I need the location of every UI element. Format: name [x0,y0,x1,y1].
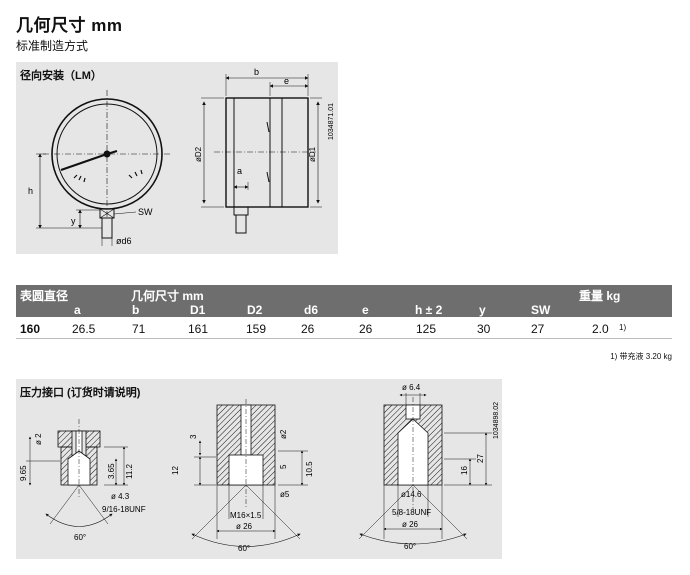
d2-105: 10.5 [305,461,314,477]
d2-phi5: ø5 [280,490,290,499]
header-b: b [132,303,140,317]
d1-365: 3.65 [107,463,116,479]
cell-y: 30 [477,322,491,336]
header-sw: SW [531,303,551,317]
radial-mounting-drawing: h y SW ød6 [28,67,335,246]
d2-phi26: ø 26 [236,522,253,531]
d1-angle: 60° [74,533,86,542]
cell-a: 26.5 [72,322,96,336]
table-header: 表圆直径 几何尺寸 mm 重量 kg a b D1 D2 d6 e h ± 2 … [16,285,672,317]
d3-phi64: ø 6.4 [402,383,421,392]
d1-965: 9.65 [19,465,28,481]
connection-panel-label: 压力接口 (订货时请说明) [20,387,141,399]
cell-weight: 2.0 [592,322,609,336]
cell-size: 160 [20,322,41,336]
dim-e: e [284,76,289,86]
d3-thread: 5/8-18UNF [392,508,431,517]
connection-drawing-2 [191,399,308,547]
gauge-side-view [201,74,322,234]
dim-d6: ød6 [116,236,132,246]
dim-h: h [28,186,33,196]
header-dial-size: 表圆直径 [20,289,69,303]
header-dimensions: 几何尺寸 mm [131,289,204,303]
d2-thread: M16×1.5 [230,511,262,520]
pressure-connection-drawing: ø 2 9.65 3.65 11.2 ø 4.3 9/16-18UNF 60° [19,383,500,553]
radial-mounting-panel: h y SW ød6 [16,62,338,254]
page-title: 几何尺寸 mm [16,16,123,35]
cell-b: 71 [132,322,146,336]
table-footnote: 1) 带充液 3.20 kg [610,352,672,361]
header-h: h ± 2 [415,303,443,317]
cell-d2: 159 [246,322,267,336]
header-d2: D2 [247,303,263,317]
d2-phi2: ø2 [279,429,288,439]
dim-a: a [237,166,242,176]
cell-sw: 27 [531,322,545,336]
d2-12: 12 [171,466,180,475]
dim-b: b [254,67,259,77]
drawing-number-2: 1034898.02 [493,402,500,439]
radial-panel-label: 径向安装（LM） [20,70,102,82]
connection-drawing-3 [358,393,492,545]
cell-e: 26 [359,322,373,336]
d1-thread: 9/16-18UNF [102,505,146,514]
d1-phi2: ø 2 [34,433,43,445]
gauge-front-view [36,90,171,246]
d3-phi146: ø14.6 [401,490,422,499]
header-e: e [362,303,369,317]
cell-d6: 26 [301,322,315,336]
pressure-connection-panel: ø 2 9.65 3.65 11.2 ø 4.3 9/16-18UNF 60° [16,379,502,559]
d2-5: 5 [279,464,288,469]
header-weight: 重量 kg [579,289,621,303]
table-row: 160 26.5 71 161 159 26 26 125 30 27 2.0 … [16,317,672,339]
dim-d1: øD1 [308,146,317,162]
dim-y: y [71,216,76,226]
d3-27: 27 [476,454,485,463]
dim-sw: SW [138,207,153,217]
d3-angle: 60° [404,542,416,551]
dim-d2: øD2 [194,146,203,162]
d2-3: 3 [189,434,198,439]
header-a: a [74,303,81,317]
cell-weight-note: 1) [619,323,627,332]
d3-16: 16 [460,466,469,475]
page-subtitle: 标准制造方式 [16,39,89,53]
cell-h: 125 [416,322,437,336]
header-d1: D1 [190,303,206,317]
d1-phi43: ø 4.3 [111,492,130,501]
d2-angle: 60° [238,544,250,553]
dimensions-table: 表圆直径 几何尺寸 mm 重量 kg a b D1 D2 d6 e h ± 2 … [16,285,672,339]
d1-112: 11.2 [125,463,134,479]
d3-phi26: ø 26 [402,520,419,529]
cell-d1: 161 [188,322,209,336]
connection-drawing-1 [26,419,128,527]
drawing-number: 1034871.01 [328,103,335,140]
header-d6: d6 [304,303,319,317]
header-y: y [479,303,486,317]
